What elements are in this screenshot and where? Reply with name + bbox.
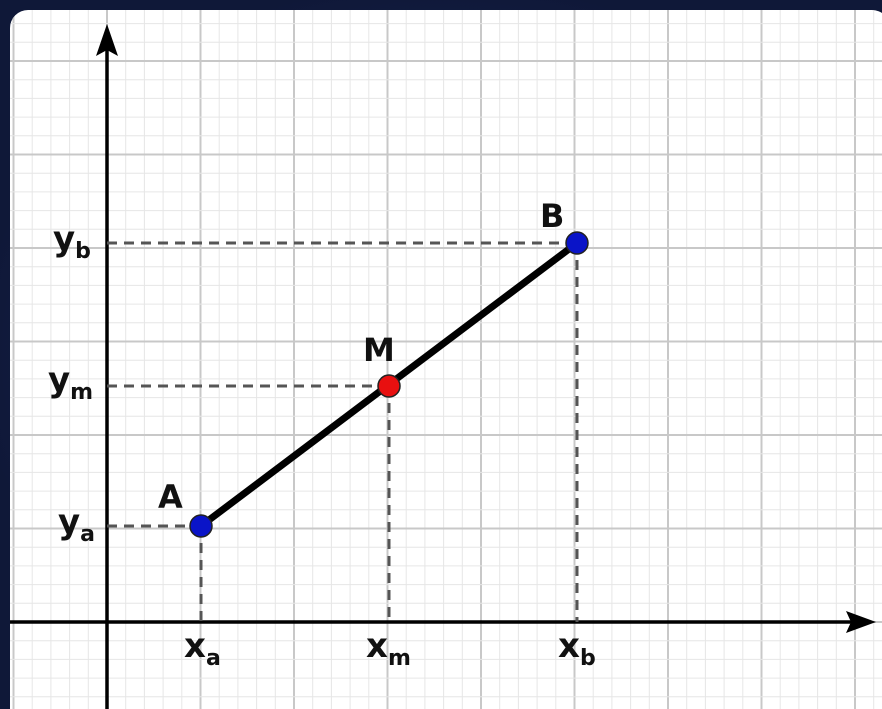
graph-paper — [10, 10, 882, 709]
tick-label-xb-sub: b — [580, 646, 596, 671]
x-axis-arrow-icon — [846, 611, 876, 633]
label-point-m: M — [363, 331, 395, 369]
tick-label-ym-sub: m — [70, 380, 93, 405]
tick-label-ym-main: y — [48, 360, 70, 400]
tick-label-yb: yb — [53, 219, 91, 264]
tick-label-ym: ym — [48, 360, 93, 405]
tick-label-yb-main: y — [53, 219, 75, 259]
tick-label-xa-main: x — [184, 626, 206, 666]
tick-label-xb: xb — [558, 626, 596, 671]
tick-label-ya: ya — [58, 502, 95, 547]
point-a — [189, 514, 213, 538]
label-point-b: B — [540, 197, 564, 235]
tick-label-yb-sub: b — [75, 239, 91, 264]
tick-label-xb-main: x — [558, 626, 580, 666]
tick-label-ya-sub: a — [80, 522, 95, 547]
tick-label-ya-main: y — [58, 502, 80, 542]
tick-label-xm-sub: m — [388, 646, 411, 671]
point-m — [377, 374, 401, 398]
tick-label-xm-main: x — [366, 626, 388, 666]
tick-label-xa: xa — [184, 626, 221, 671]
tick-label-xm: xm — [366, 626, 411, 671]
y-axis-arrow-icon — [96, 24, 118, 56]
label-point-a: A — [158, 478, 183, 516]
point-b — [565, 231, 589, 255]
tick-label-xa-sub: a — [206, 646, 221, 671]
